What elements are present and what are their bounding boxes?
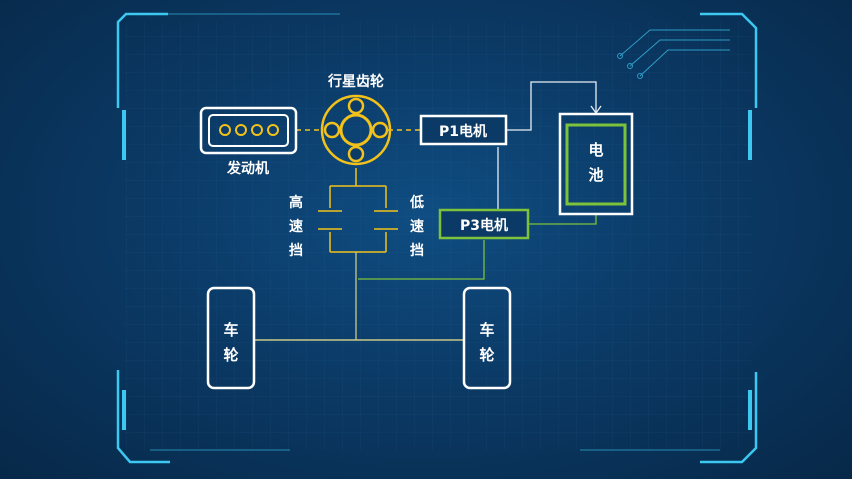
circuit-node: [617, 53, 623, 59]
p1-motor: P1电机: [419, 114, 508, 146]
wheel-left-box: [206, 286, 256, 390]
circuit-node: [627, 63, 633, 69]
cylinder-icon: [251, 124, 263, 136]
p3-battery-line: [528, 214, 597, 225]
low-gear-char: 低: [409, 194, 424, 211]
frame-corner-bottom-left: [116, 370, 170, 464]
wheel-right-box: [462, 286, 512, 390]
planet-gear-icon: [323, 121, 341, 139]
wheel-left: 车 轮: [206, 286, 256, 390]
low-gear-label: 低 速 挡: [409, 194, 424, 259]
p1-motor-label: P1电机: [439, 123, 487, 140]
wheel-right-char: 车: [479, 321, 494, 339]
low-gear-char: 挡: [410, 242, 424, 259]
planet-gear-icon: [347, 145, 365, 163]
battery-label-2: 池: [588, 166, 603, 184]
wheel-right: 车 轮: [462, 286, 512, 390]
battery-outer: [558, 112, 634, 216]
engine: 发动机: [199, 106, 298, 177]
circuit-node: [637, 73, 643, 79]
battery-label-1: 电: [588, 141, 603, 159]
high-gear-label: 高 速 挡: [289, 194, 303, 259]
frame-corner-top-right: [700, 12, 758, 108]
p3-motor-box: [438, 208, 530, 240]
planetary-gear: 行星齿轮: [320, 73, 392, 166]
frame-corner-top-left: [116, 12, 168, 108]
planet-gear-icon: [347, 97, 365, 115]
wheel-right-char: 轮: [479, 346, 494, 364]
sun-gear: [339, 113, 373, 147]
p1-battery-line: [506, 81, 597, 131]
engine-inner: [208, 114, 289, 147]
planet-gear-icon: [371, 121, 389, 139]
ring-gear: [320, 94, 392, 166]
p1-motor-box: [419, 114, 508, 146]
high-gear-char: 挡: [289, 242, 303, 259]
cylinder-icon: [267, 124, 279, 136]
cylinder-icon: [235, 124, 247, 136]
connections: [254, 81, 602, 341]
battery: 电 池: [558, 112, 634, 216]
high-gear-char: 速: [289, 218, 303, 235]
frame-corner-bottom-right: [700, 372, 758, 464]
p3-motor-label: P3电机: [460, 217, 508, 234]
battery-cell: [565, 123, 627, 206]
engine-outer: [199, 106, 298, 155]
p3-shaft-line: [358, 240, 485, 280]
cylinder-icon: [219, 124, 231, 136]
circuit-decoration: [617, 29, 730, 79]
planetary-gear-label: 行星齿轮: [327, 73, 384, 90]
high-gear-char: 高: [289, 194, 303, 211]
p3-motor: P3电机: [438, 208, 530, 240]
grid-panel: [124, 22, 752, 450]
wheel-left-char: 车: [223, 321, 238, 339]
tech-frame: [116, 12, 758, 464]
engine-label: 发动机: [226, 160, 269, 177]
wheel-left-char: 轮: [223, 346, 238, 364]
low-gear-char: 速: [410, 218, 424, 235]
